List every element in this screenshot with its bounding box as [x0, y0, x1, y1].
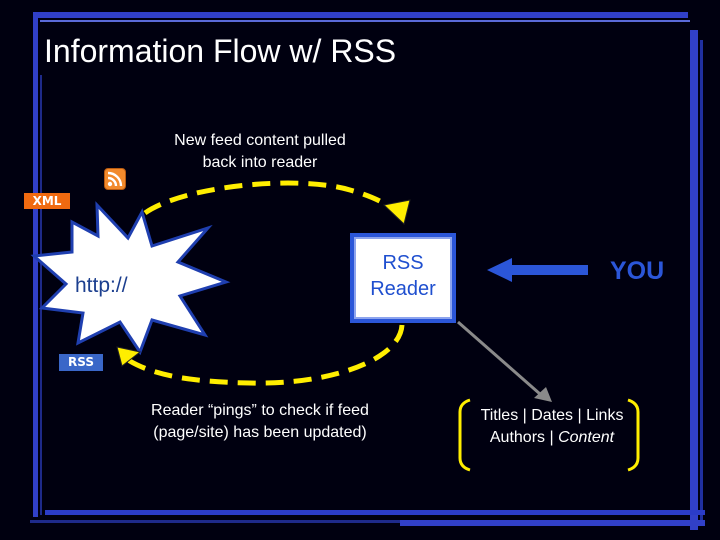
ping-caption-line-2: (page/site) has been updated)	[153, 424, 367, 441]
content-types-line-1: Titles | Dates | Links	[480, 407, 624, 424]
content-types-line-2: Authors | Content	[468, 427, 636, 449]
frame-bottom-bar-2	[400, 520, 705, 526]
rss-reader-box	[350, 233, 456, 323]
slide-title: Information Flow w/ RSS	[44, 33, 397, 69]
content-types-content: Content	[558, 429, 615, 446]
frame-left-bar-2	[40, 75, 42, 515]
content-types-authors: Authors |	[489, 429, 559, 446]
pull-arrowhead	[382, 199, 411, 225]
xml-badge: XML	[24, 193, 70, 209]
you-arrow-shaft	[510, 265, 588, 275]
frame-bottom-bar	[45, 510, 705, 515]
left-bracket	[458, 398, 471, 472]
frame-bottom-bar-3	[30, 520, 400, 523]
rss-badge: RSS	[59, 354, 103, 371]
ping-caption-line-1: Reader “pings” to check if feed	[151, 402, 369, 419]
ping-caption: Reader “pings” to check if feed (page/si…	[105, 400, 415, 444]
frame-top-bar	[33, 12, 688, 18]
website-label: http://	[75, 274, 128, 297]
ping-arrow-path	[123, 324, 405, 386]
pull-caption: New feed content pulled back into reader	[150, 130, 370, 174]
content-types: Titles | Dates | Links Authors | Content	[468, 405, 636, 449]
frame-top-bar-2	[40, 20, 690, 22]
frame-left-bar	[33, 12, 38, 517]
content-arrowhead	[534, 387, 552, 402]
rss-reader-label: RSS Reader	[354, 250, 452, 302]
content-arrow-line	[457, 320, 541, 396]
pull-caption-line-1: New feed content pulled	[174, 132, 346, 149]
ping-arrowhead	[116, 346, 142, 367]
right-bracket	[627, 398, 640, 472]
website-starburst	[30, 201, 231, 356]
frame-right-bar-2	[700, 40, 703, 520]
rss-reader-label-line-1: RSS	[382, 252, 424, 274]
pull-arrow-path	[143, 180, 400, 217]
rss-feed-icon	[104, 168, 126, 190]
you-arrowhead	[487, 258, 512, 282]
frame-right-bar	[690, 30, 698, 530]
rss-reader-label-line-2: Reader	[370, 278, 436, 300]
pull-caption-line-2: back into reader	[202, 154, 318, 171]
you-label: YOU	[610, 257, 665, 285]
